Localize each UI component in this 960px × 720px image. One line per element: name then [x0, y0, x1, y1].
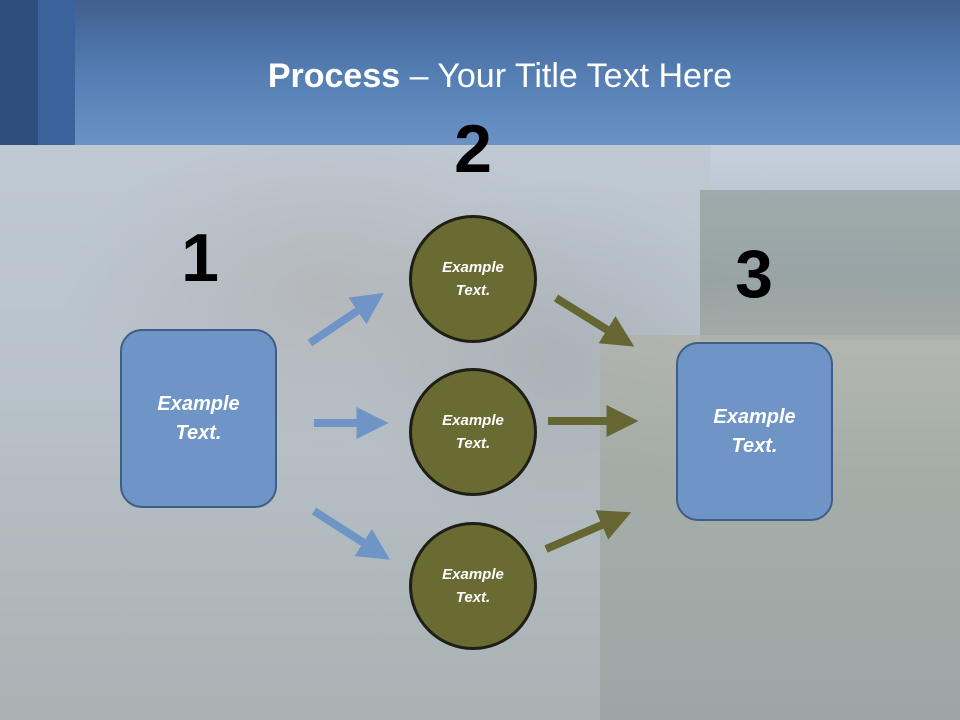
step-number-3: 3: [735, 236, 773, 312]
process-box-right-text: Example Text.: [713, 405, 796, 457]
title-rest-part: – Your Title Text Here: [400, 57, 733, 95]
process-box-left-text: Example Text.: [157, 392, 240, 444]
process-circle-top: Example Text.: [409, 215, 537, 343]
header-band: Process – Your Title Text Here: [0, 0, 960, 145]
process-box-right: Example Text.: [676, 342, 833, 521]
process-circle-middle: Example Text.: [409, 368, 537, 496]
title-bold-part: Process: [267, 57, 401, 95]
process-circle-bottom: Example Text.: [409, 522, 537, 650]
slide-title: Process – Your Title Text Here: [75, 54, 925, 98]
process-circle-middle-text: Example Text.: [442, 412, 504, 452]
header-stripe: [38, 0, 75, 145]
header-stripe: [0, 0, 38, 145]
step-number-1: 1: [181, 220, 219, 296]
process-box-left: Example Text.: [120, 329, 277, 508]
step-number-2: 2: [454, 111, 492, 187]
process-circle-top-text: Example Text.: [442, 259, 504, 299]
process-circle-bottom-text: Example Text.: [442, 566, 504, 606]
